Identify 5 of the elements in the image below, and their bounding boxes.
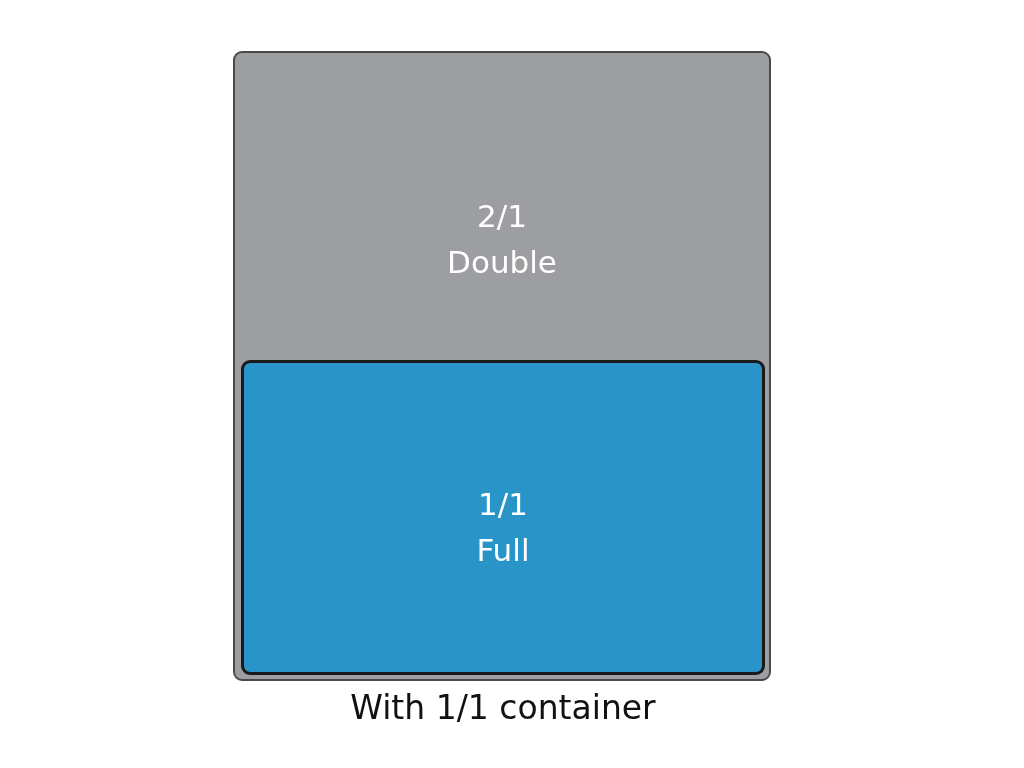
caption: With 1/1 container xyxy=(349,688,657,727)
tray-box xyxy=(233,51,771,681)
box-label: 2/1 Double xyxy=(447,197,557,282)
box-label: 1/1 Full xyxy=(475,485,531,570)
container-box xyxy=(241,360,765,675)
